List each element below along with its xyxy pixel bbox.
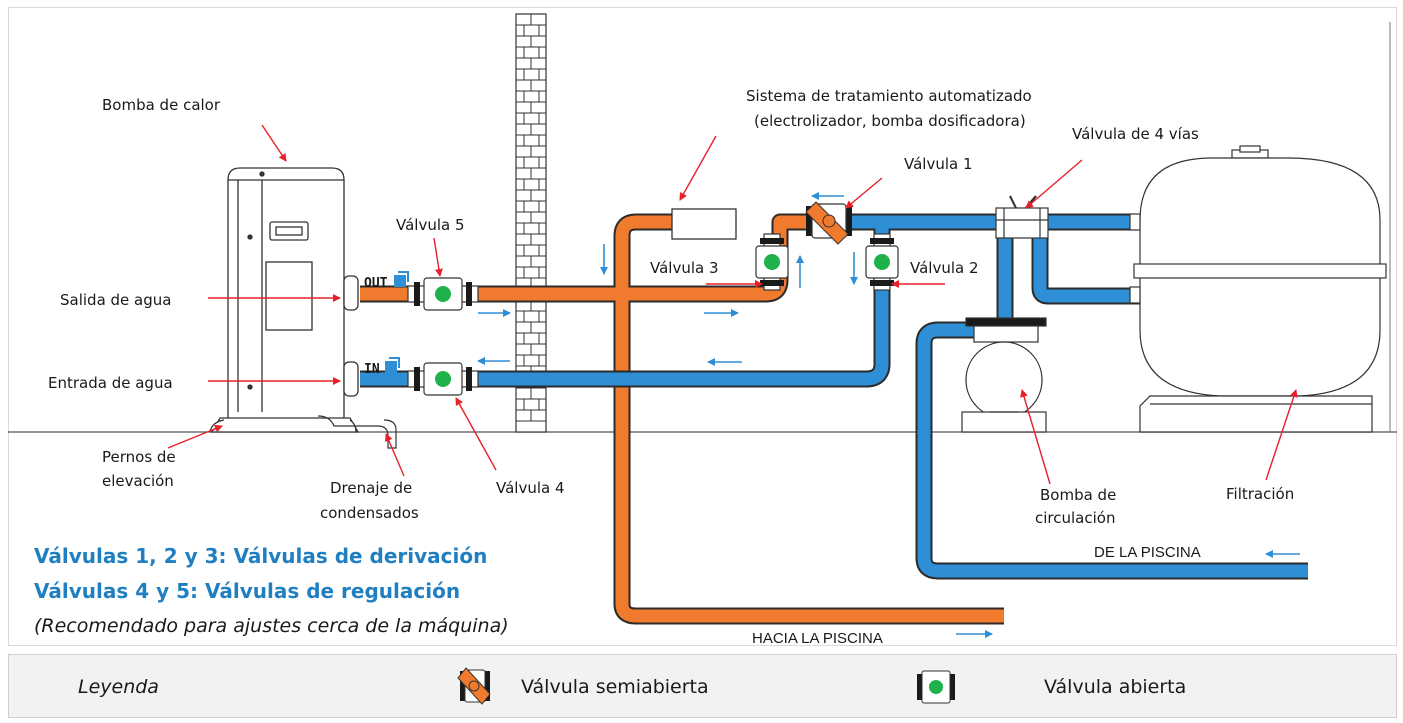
- label-lift-bolts-2: elevación: [102, 472, 174, 490]
- label-circ-pump-2: circulación: [1035, 509, 1115, 527]
- note-bypass-valves: Válvulas 1, 2 y 3: Válvulas de derivació…: [34, 544, 488, 568]
- note-regulation-valves: Válvulas 4 y 5: Válvulas de regulación: [34, 579, 461, 603]
- legend-title: Leyenda: [78, 676, 159, 698]
- condensate-drain: [317, 415, 397, 449]
- label-treatment-2: (electrolizador, bomba dosificadora): [754, 112, 1026, 130]
- label-heat-pump: Bomba de calor: [102, 96, 221, 114]
- legend-open-valve-icon: [917, 670, 955, 704]
- flow-arrows: [477, 192, 1300, 638]
- circulation-pump: [961, 317, 1047, 433]
- label-valve-1: Válvula 1: [904, 155, 973, 173]
- label-to-pool: HACIA LA PISCINA: [752, 630, 883, 647]
- valve-1[interactable]: [805, 201, 852, 245]
- port-in-label: IN: [364, 362, 380, 377]
- label-circ-pump-1: Bomba de: [1040, 486, 1116, 504]
- four-way-valve: [995, 195, 1049, 239]
- treatment-unit: [671, 208, 737, 240]
- valve-4[interactable]: [407, 362, 479, 396]
- valve-3[interactable]: [755, 233, 789, 291]
- label-valve-4: Válvula 4: [496, 479, 565, 497]
- port-out-icon: [394, 271, 409, 287]
- port-in-icon: [385, 357, 400, 373]
- label-condensate-1: Drenaje de: [330, 479, 412, 497]
- legend-open-label: Válvula abierta: [1044, 676, 1187, 698]
- port-out-label: OUT: [364, 276, 388, 291]
- leader-arrows: [167, 124, 1298, 485]
- valve-2[interactable]: [865, 233, 899, 291]
- label-water-out: Salida de agua: [60, 291, 171, 309]
- label-water-in: Entrada de agua: [48, 374, 173, 392]
- label-lift-bolts-1: Pernos de: [102, 448, 176, 466]
- valve-5[interactable]: [407, 277, 479, 311]
- label-valve-2: Válvula 2: [910, 259, 979, 277]
- heat-pump: [209, 167, 360, 433]
- legend-bar: [8, 654, 1397, 718]
- legend-half-open-valve-icon: [457, 667, 491, 705]
- label-condensate-2: condensados: [320, 504, 419, 522]
- label-treatment-1: Sistema de tratamiento automatizado: [746, 87, 1032, 105]
- label-valve-5: Válvula 5: [396, 216, 465, 234]
- legend-half-open-label: Válvula semiabierta: [521, 676, 709, 698]
- label-from-pool: DE LA PISCINA: [1094, 544, 1201, 561]
- brick-wall: [515, 13, 547, 433]
- label-valve-3: Válvula 3: [650, 259, 719, 277]
- diagram-frame: [8, 7, 1397, 646]
- note-recommendation: (Recomendado para ajustes cerca de la má…: [34, 615, 509, 637]
- filter-tank: [1129, 145, 1387, 433]
- label-four-way: Válvula de 4 vías: [1072, 125, 1199, 143]
- label-filtration: Filtración: [1226, 485, 1294, 503]
